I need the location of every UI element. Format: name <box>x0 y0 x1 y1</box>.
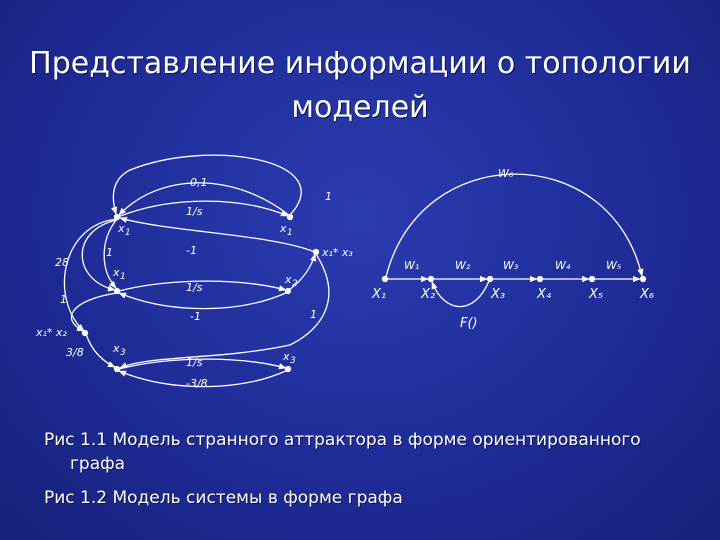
label-x2-right: x <box>284 273 292 286</box>
label-x1-right-sub: 1 <box>287 228 293 238</box>
label-X3: X₃ <box>490 287 505 302</box>
label-x3-right-sub: 3 <box>290 356 296 366</box>
edge-c28 <box>81 219 118 292</box>
label-x3-left-sub: 3 <box>120 348 126 358</box>
edge-feedback-m01 <box>118 182 291 217</box>
label-X6: X₆ <box>639 287 654 302</box>
caption-figure-2: Рис 1.2 Модель системы в форме графа <box>44 488 403 508</box>
edge-x1-integrator <box>117 200 289 218</box>
figure-1-labels: -0,1 1 1/s x 1 x 1 28 1 -1 x₁* x₃ x 1 x … <box>35 176 353 390</box>
slide-title: Представление информации о топологии мод… <box>0 42 720 130</box>
label-X1: X₁ <box>371 287 386 302</box>
edge-x1mid-integrator <box>118 280 287 292</box>
label-inv-s-mid: 1/s <box>186 281 203 294</box>
caption-figure-1: Рис 1.1 Модель странного аттрактора в фо… <box>44 428 684 476</box>
label-x1-mid: x <box>112 266 120 279</box>
label-m1-bottom: -1 <box>190 310 201 323</box>
label-w6: W₆ <box>498 167 514 180</box>
label-x1-left: x <box>117 222 125 235</box>
edge-x2-feedback-m1 <box>118 291 289 310</box>
label-c28: 28 <box>55 256 69 269</box>
edge-x1x2-to-x3 <box>85 333 116 368</box>
label-w2: W₂ <box>455 259 471 272</box>
label-X4: X₄ <box>536 287 552 302</box>
label-X5: X₅ <box>588 287 603 302</box>
figure-2-system-graph <box>381 173 647 308</box>
label-x1-left-sub: 1 <box>125 228 131 238</box>
label-x1-right: x <box>279 222 287 235</box>
node-X1 <box>381 275 389 283</box>
node-X5 <box>588 275 596 283</box>
label-w4: W₄ <box>555 259 571 272</box>
edge-feedback-f <box>431 280 490 308</box>
label-one-left: 1 <box>60 293 67 306</box>
label-one-right: 1 <box>310 308 317 321</box>
edge-x3-integrator <box>118 358 287 370</box>
edge-x2-to-x1x3 <box>288 253 317 291</box>
edge-x1-to-x1x2 <box>63 218 118 332</box>
label-x2-right-sub: 2 <box>292 279 298 289</box>
label-inv-s-bot: 1/s <box>186 356 203 369</box>
label-w5: W₅ <box>606 259 621 272</box>
node-X4 <box>536 275 544 283</box>
label-w1: W₁ <box>404 259 419 272</box>
label-c38-left: 3/8 <box>66 346 84 359</box>
label-m01: -0,1 <box>186 176 207 189</box>
caption-1-line-2: графа <box>70 454 126 474</box>
node-X2 <box>427 275 435 283</box>
figure-2-labels: W₆ W₁ W₂ W₃ W₄ W₅ X₁ X₂ X₃ X₄ X₅ X₆ F() <box>371 167 654 331</box>
node-X3 <box>486 275 494 283</box>
label-x1-mid-sub: 1 <box>120 272 126 282</box>
edge-x3-feedback-m38 <box>118 369 289 388</box>
slide-title-line-2: моделей <box>291 90 429 125</box>
label-x3-left: x <box>112 342 120 355</box>
label-w3: W₃ <box>503 259 519 272</box>
label-inv-s-top: 1/s <box>186 205 203 218</box>
caption-1-line-1: Рис 1.1 Модель странного аттрактора в фо… <box>44 430 641 450</box>
edge-x1x3-to-x1 <box>119 216 316 253</box>
label-X2: X₂ <box>420 287 435 302</box>
label-one-top: 1 <box>325 190 332 203</box>
label-x3-right: x <box>282 350 290 363</box>
label-m1-top: -1 <box>186 244 197 257</box>
label-x1x3: x₁* x₃ <box>321 246 353 259</box>
edge-x1-to-x1mid <box>103 218 118 289</box>
slide-title-line-1: Представление информации о топологии <box>29 46 691 81</box>
figure-1-attractor-graph <box>63 154 330 388</box>
node-x3-left <box>113 365 121 373</box>
label-x1x2: x₁* x₂ <box>35 326 67 339</box>
label-m38: -3/8 <box>186 377 208 390</box>
edge-w6-arc <box>385 173 644 278</box>
edge-x1x3-loop-one <box>119 253 330 369</box>
label-one-mid: 1 <box>106 246 113 259</box>
edge-outer-loop <box>111 154 302 216</box>
node-X6 <box>639 275 647 283</box>
label-feedback-f: F() <box>460 316 478 331</box>
